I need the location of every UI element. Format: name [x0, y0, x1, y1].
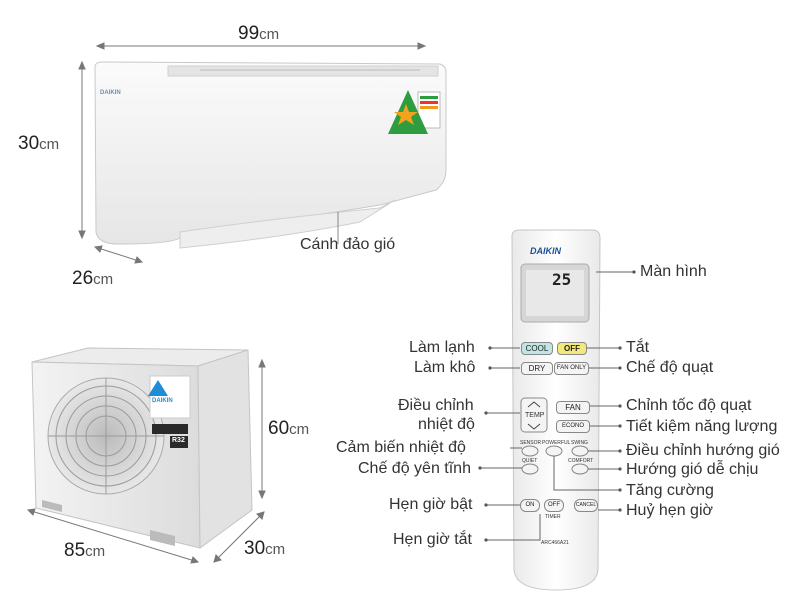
outdoor-depth-line	[213, 511, 265, 563]
outdoor-depth-value: 30	[244, 538, 266, 559]
temp-label-line2: nhiệt độ	[418, 416, 475, 433]
outdoor-depth-label: 30cm	[244, 538, 285, 560]
indoor-depth-value: 26	[72, 268, 94, 289]
outdoor-width-value: 85	[64, 540, 86, 561]
cancel-timer-label: Huỷ hẹn giờ	[626, 502, 713, 519]
swing-label: Điều chỉnh hướng gió	[626, 442, 780, 459]
outdoor-unit	[31, 347, 253, 549]
remote-brand-logo: DAIKIN	[530, 246, 561, 256]
comfort-label: Hướng gió dễ chịu	[626, 461, 759, 478]
dry-label: Làm khô	[414, 359, 476, 376]
comfort-button-label[interactable]: COMFORT	[568, 458, 594, 464]
timer-label: TIMER	[545, 514, 561, 520]
indoor-height-unit: cm	[39, 136, 60, 153]
outdoor-width-unit: cm	[85, 543, 106, 560]
outdoor-depth-unit: cm	[265, 541, 286, 558]
indoor-width-unit: cm	[259, 26, 280, 43]
indoor-height-value: 30	[18, 133, 40, 154]
cool-label: Làm lạnh	[409, 339, 475, 356]
indoor-depth-label: 26cm	[72, 268, 113, 290]
outdoor-width-line	[26, 508, 200, 564]
fan-only-button[interactable]: FAN ONLY	[554, 362, 589, 375]
econo-label: Tiết kiệm năng lượng	[626, 418, 778, 435]
leader-dots	[478, 270, 636, 542]
quiet-label: Chế độ yên tĩnh	[358, 460, 471, 477]
powerful-button-label[interactable]: POWERFUL	[542, 440, 571, 446]
off-timer-label: Hẹn giờ tắt	[393, 531, 472, 548]
on-timer-button[interactable]: ON	[520, 499, 540, 512]
sensor-label: Cảm biến nhiệt độ	[336, 439, 466, 456]
econo-button[interactable]: ECONO	[556, 420, 590, 433]
swing-button-label[interactable]: SWING	[571, 440, 588, 446]
temp-button-label[interactable]: TEMP	[525, 412, 545, 419]
indoor-width-line	[95, 42, 427, 50]
remote-model: ARC466A21	[541, 540, 569, 546]
indoor-height-label: 30cm	[18, 133, 59, 155]
refrigerant-badge: R32	[172, 437, 185, 444]
outdoor-height-line	[258, 358, 266, 500]
indoor-width-label: 99cm	[238, 23, 279, 45]
on-timer-label: Hẹn giờ bật	[389, 496, 473, 513]
sensor-button-label[interactable]: SENSOR	[520, 440, 542, 446]
powerful-label: Tăng cường	[626, 482, 714, 499]
outdoor-brand-logo: DAIKIN	[152, 398, 173, 404]
remote-display-temp: 25	[552, 270, 572, 289]
display-label: Màn hình	[640, 263, 707, 280]
outdoor-height-unit: cm	[289, 421, 310, 438]
off-button[interactable]: OFF	[557, 342, 587, 355]
fan-button[interactable]: FAN	[556, 401, 590, 414]
cool-button[interactable]: COOL	[521, 342, 553, 355]
outdoor-height-label: 60cm	[268, 418, 309, 440]
quiet-button-label[interactable]: QUIET	[522, 458, 538, 464]
fan-only-label: Chế độ quạt	[626, 359, 714, 376]
outdoor-width-label: 85cm	[64, 540, 105, 562]
indoor-unit	[94, 61, 447, 249]
indoor-brand-logo: DAIKIN	[100, 90, 121, 96]
indoor-height-line	[78, 60, 86, 240]
indoor-depth-unit: cm	[93, 271, 114, 288]
indoor-depth-line	[93, 245, 144, 264]
temp-label-line1: Điều chỉnh	[398, 397, 474, 414]
off-label: Tắt	[626, 339, 650, 356]
fan-speed-label: Chỉnh tốc độ quạt	[626, 397, 752, 414]
cancel-timer-button[interactable]: CANCEL	[574, 499, 598, 512]
remote-leader-lines	[480, 271, 634, 541]
outdoor-height-value: 60	[268, 418, 290, 439]
off-timer-button[interactable]: OFF	[544, 499, 564, 512]
indoor-width-value: 99	[238, 23, 260, 44]
louver-label: Cánh đảo gió	[300, 236, 396, 253]
dry-button[interactable]: DRY	[521, 362, 553, 375]
